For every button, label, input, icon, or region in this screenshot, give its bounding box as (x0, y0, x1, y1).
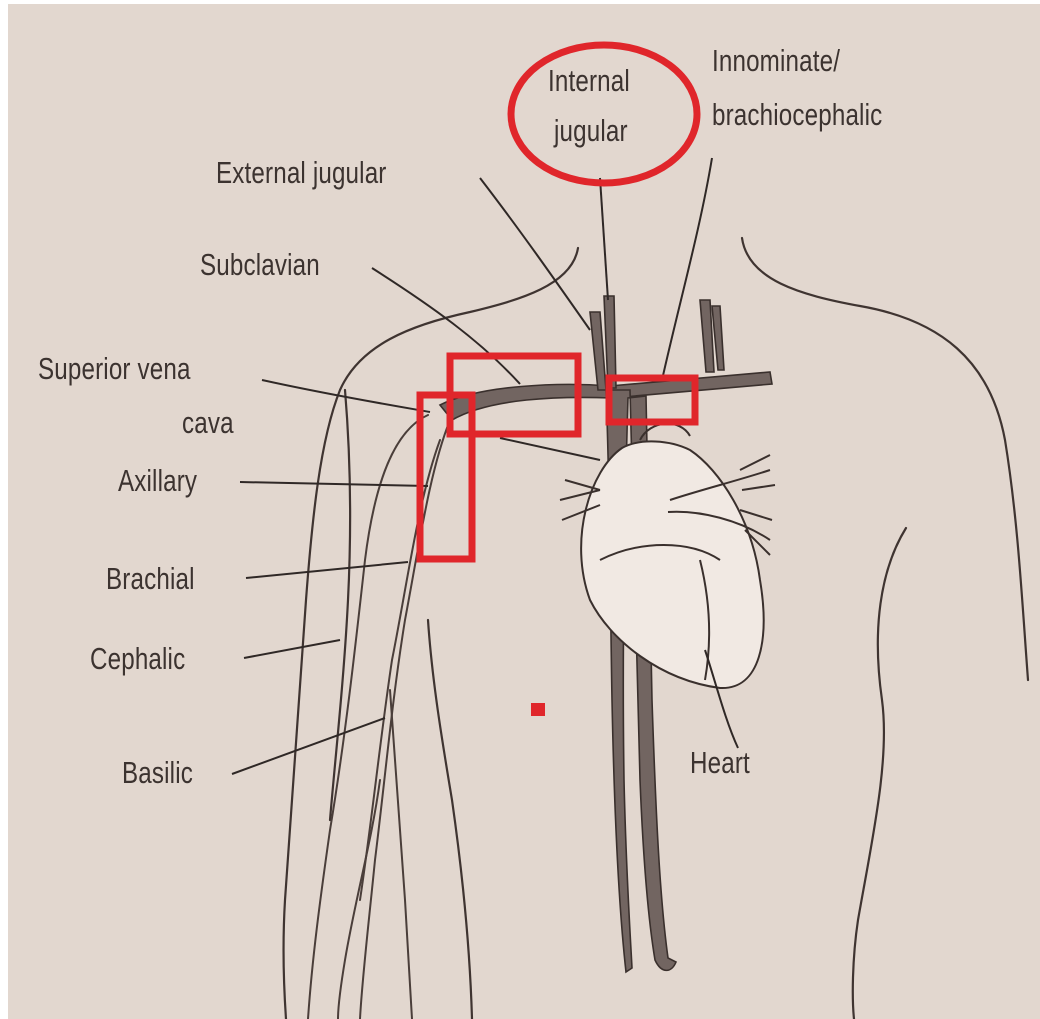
red-dot-marker (531, 703, 545, 716)
label-subclavian: Subclavian (200, 246, 320, 284)
label-external-jugular: External jugular (216, 154, 387, 192)
label-internal-jugular-2: jugular (554, 112, 628, 150)
label-innominate-1: Innominate/ (712, 42, 840, 80)
paper-shade (8, 4, 1040, 1019)
label-innominate-2: brachiocephalic (712, 96, 882, 134)
label-cephalic: Cephalic (90, 640, 185, 678)
label-basilic: Basilic (122, 754, 193, 792)
label-superior-vena-cava-2: cava (182, 404, 234, 442)
label-brachial: Brachial (106, 560, 195, 598)
label-internal-jugular-1: Internal (548, 62, 630, 100)
label-axillary: Axillary (118, 462, 197, 500)
label-heart: Heart (690, 744, 750, 782)
label-superior-vena-cava-1: Superior vena (38, 350, 191, 388)
